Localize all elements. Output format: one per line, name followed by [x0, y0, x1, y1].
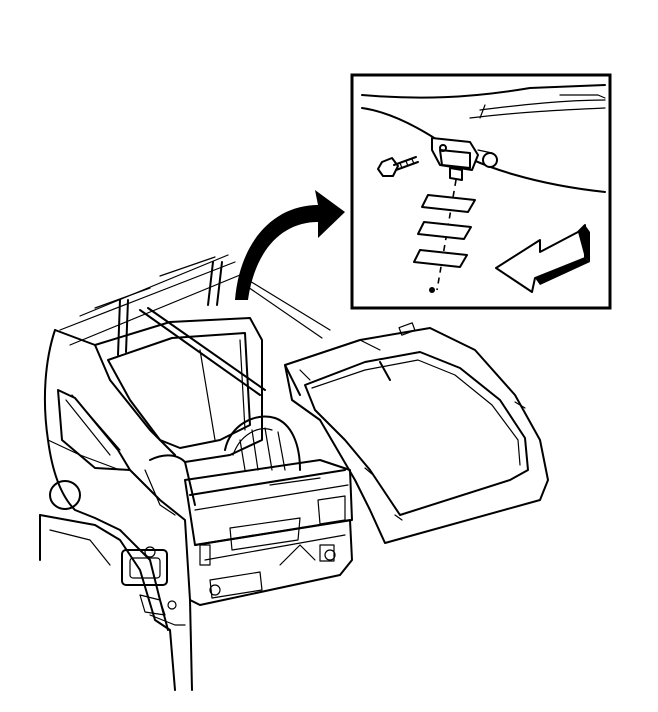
detail-inset [350, 73, 612, 310]
liftgate [284, 322, 549, 544]
rear-sill [184, 459, 353, 546]
vehicle-rear-body [39, 254, 353, 691]
shim-stack [413, 179, 476, 293]
hinge-bracket [431, 137, 498, 181]
liftgate-outer [284, 327, 549, 544]
callout-arrow [235, 190, 345, 300]
direction-arrow [495, 224, 590, 293]
body-side-outline [43, 329, 169, 631]
quarter-window [57, 389, 131, 471]
hinge-bolt [377, 156, 419, 177]
fuel-door [49, 480, 81, 510]
lower-back-panel [189, 519, 353, 606]
rear-opening-frame [94, 317, 263, 463]
roof-ribs [59, 254, 331, 346]
liftgate-glass-opening [304, 351, 529, 516]
wheelhouse [224, 415, 301, 471]
